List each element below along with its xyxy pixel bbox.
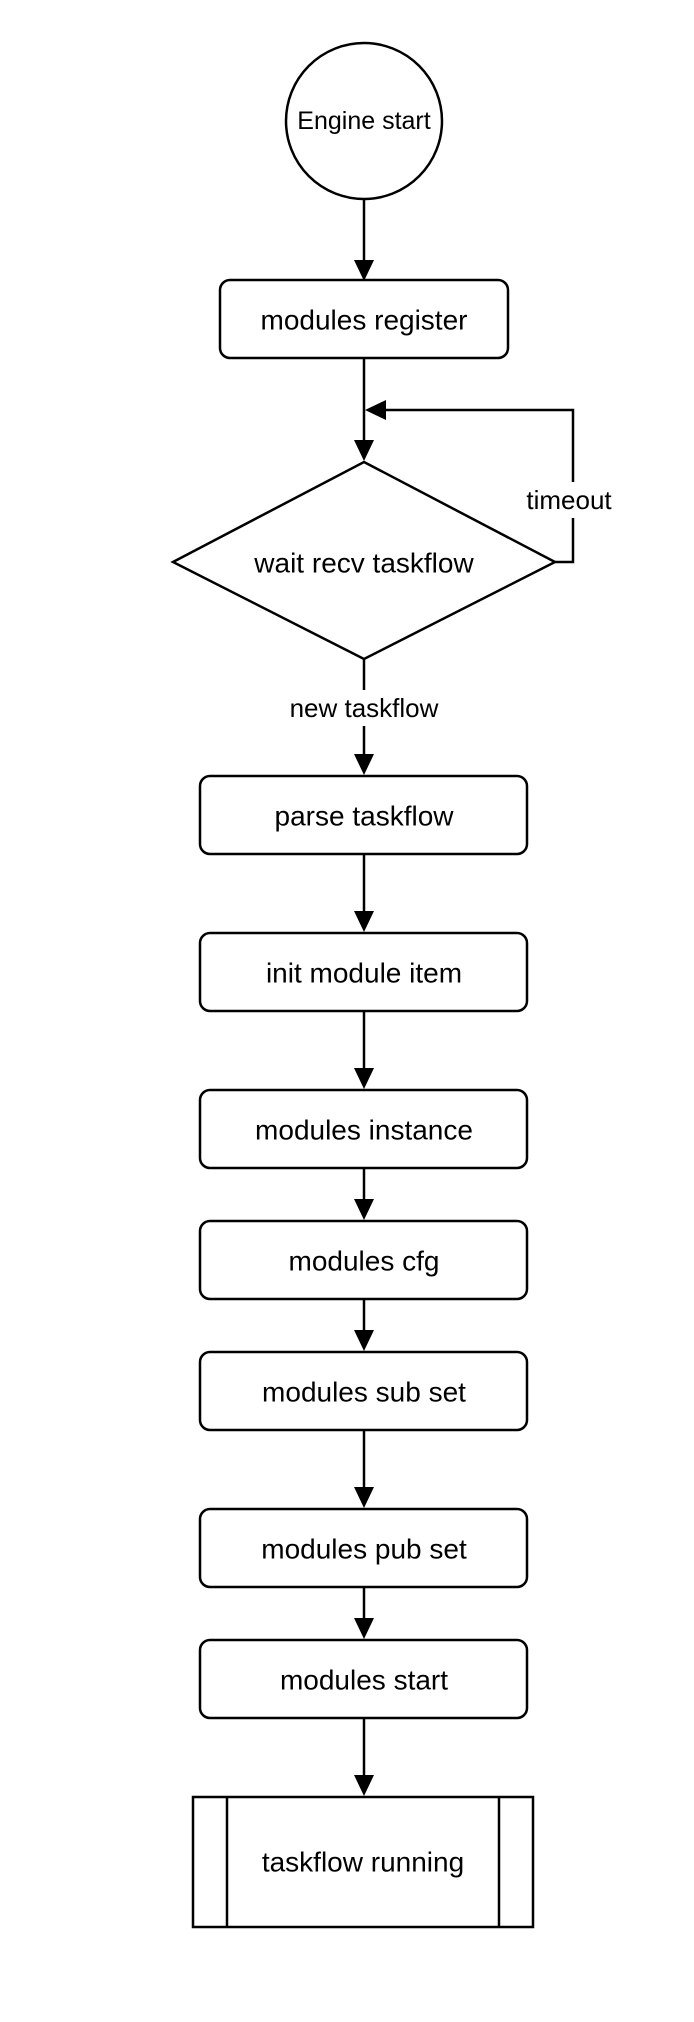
- taskflow-running-node: taskflow running: [191, 1795, 535, 1929]
- timeout-label: timeout: [526, 485, 612, 515]
- modules-sub-set-label: modules sub set: [262, 1377, 466, 1408]
- edge-pub-set-to-modules-start: [354, 1587, 374, 1639]
- arrow-head: [354, 1775, 374, 1796]
- arrow-head: [354, 440, 374, 461]
- new-taskflow-label: new taskflow: [290, 693, 439, 723]
- wait-recv-taskflow-decision: wait recv taskflow: [170, 460, 558, 661]
- arrow-head: [354, 754, 374, 775]
- edge-instance-to-cfg: [354, 1168, 374, 1220]
- edge-parse-to-init: [354, 854, 374, 932]
- arrow-head: [354, 1487, 374, 1508]
- parse-taskflow-label: parse taskflow: [275, 801, 455, 832]
- edge-start-to-register: [354, 199, 374, 281]
- edge-sub-set-to-pub-set: [354, 1430, 374, 1508]
- edge-modules-start-to-running: [354, 1718, 374, 1796]
- modules-register-node: modules register: [218, 278, 510, 360]
- start-node: Engine start: [284, 41, 444, 201]
- edge-init-to-instance: [354, 1011, 374, 1089]
- timeout-label-bg: [518, 482, 618, 518]
- arrow-head: [354, 1618, 374, 1639]
- parse-taskflow-node: parse taskflow: [198, 774, 529, 856]
- edge-timeout-loop: timeout: [365, 400, 618, 564]
- arrow-head: [354, 260, 374, 281]
- new-taskflow-label-bg: [276, 690, 452, 726]
- modules-sub-set-node: modules sub set: [198, 1350, 529, 1432]
- edge-wait-to-parse: new taskflow: [276, 659, 452, 775]
- init-module-item-node: init module item: [198, 931, 529, 1013]
- arrow-head: [354, 1068, 374, 1089]
- arrow-head: [354, 1330, 374, 1351]
- init-module-item-label: init module item: [266, 958, 462, 989]
- start-node-label: Engine start: [297, 107, 430, 135]
- wait-recv-taskflow-label: wait recv taskflow: [253, 548, 474, 579]
- taskflow-running-label: taskflow running: [262, 1847, 464, 1878]
- edge-register-to-wait: [354, 358, 374, 461]
- arrow-head: [354, 1199, 374, 1220]
- arrow-head: [354, 911, 374, 932]
- modules-pub-set-label: modules pub set: [261, 1534, 467, 1565]
- modules-instance-label: modules instance: [255, 1115, 473, 1146]
- modules-start-node: modules start: [198, 1638, 529, 1720]
- modules-cfg-label: modules cfg: [289, 1246, 440, 1277]
- modules-pub-set-node: modules pub set: [198, 1507, 529, 1589]
- modules-start-label: modules start: [280, 1665, 448, 1696]
- modules-cfg-node: modules cfg: [198, 1219, 529, 1301]
- arrow-head: [365, 400, 386, 420]
- modules-instance-node: modules instance: [198, 1088, 529, 1170]
- modules-register-label: modules register: [261, 305, 468, 336]
- edge-cfg-to-sub-set: [354, 1299, 374, 1351]
